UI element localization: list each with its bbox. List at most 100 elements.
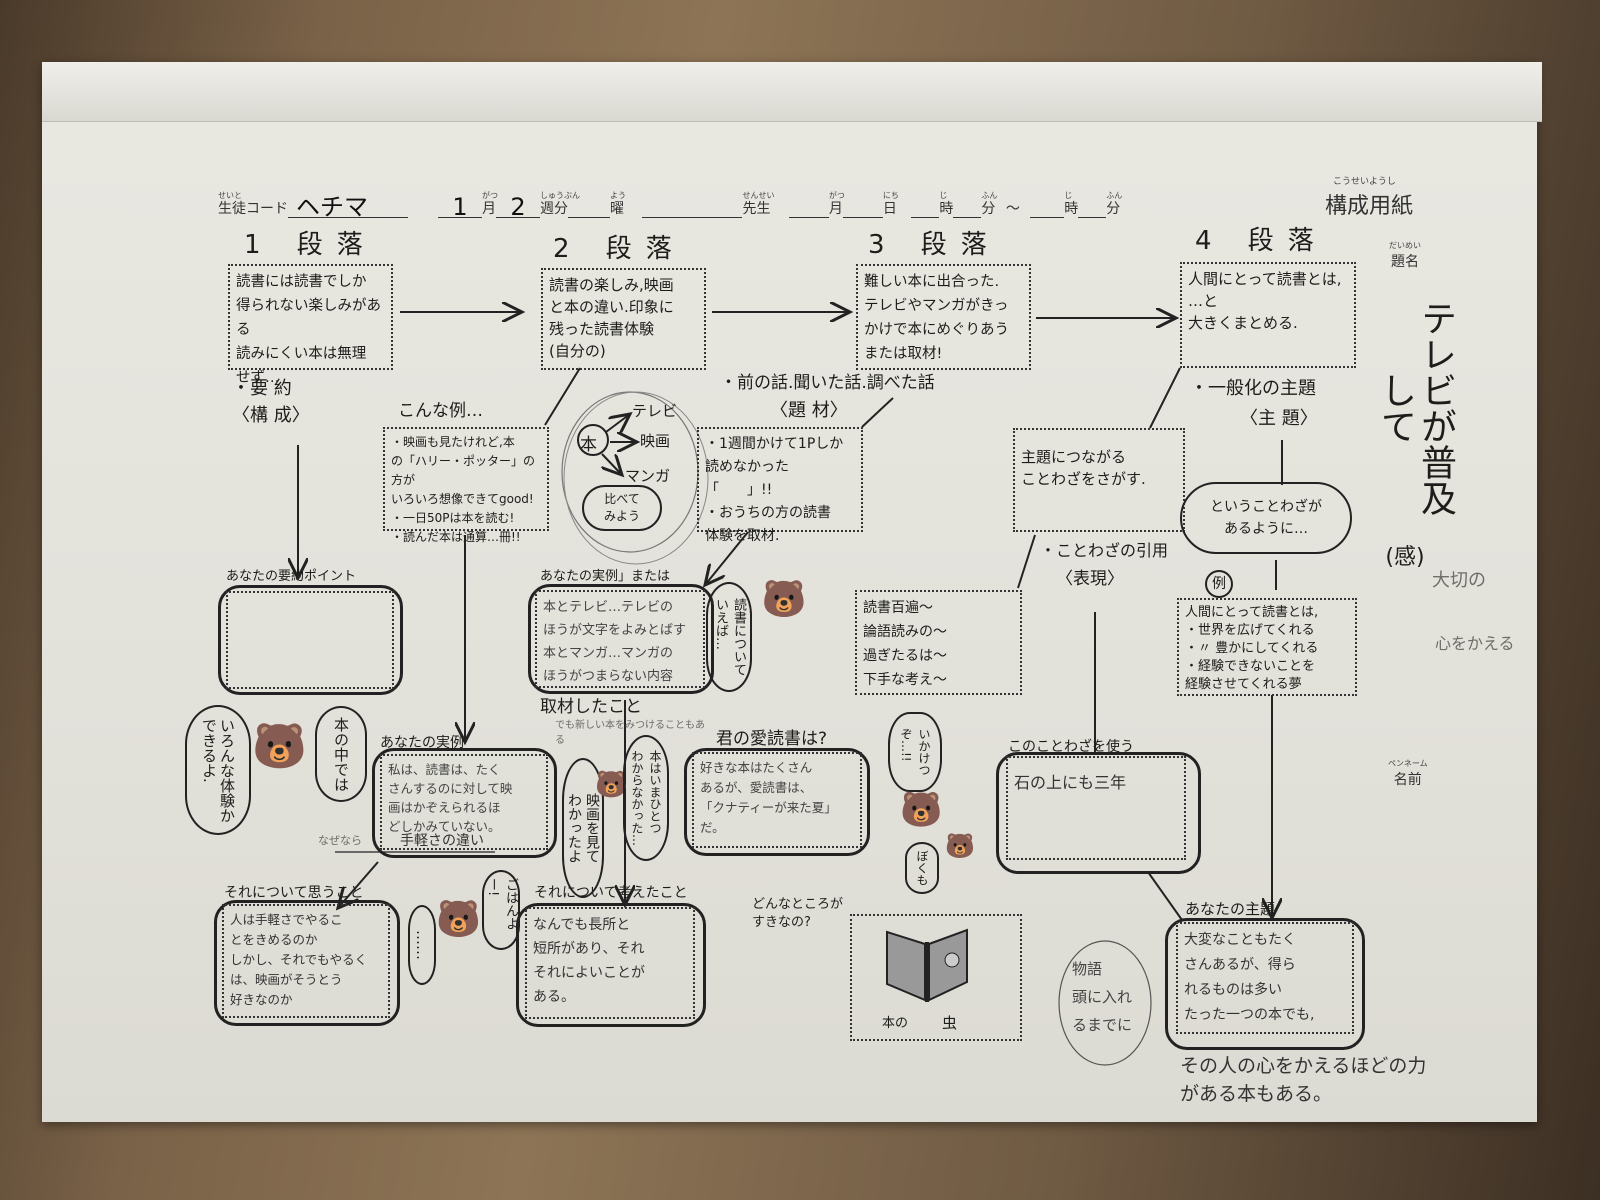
example-box[interactable]: ・映画も見たけれど,本 の「ハリー・ポッター」の方が いろいろ想像できてgood… <box>383 427 549 544</box>
considered-label: それについて考えたこと <box>534 885 688 901</box>
your-theme-cloud <box>1165 918 1365 1050</box>
student-code-field: せいと生徒コードヘチマ <box>218 191 408 219</box>
small-bear-drawing-2: 🐻 <box>945 832 975 860</box>
weekday-input[interactable] <box>568 198 610 218</box>
bottom-note: その人の心をかえるほどの力 がある本もある。 <box>1180 1055 1427 1105</box>
favorite-book-label: 君の愛読書は? <box>716 729 828 749</box>
thoughts-box[interactable]: 人は手軽さでやるこ とをきめるのか しかし、それでもやるく は、映画がそうとう … <box>222 904 390 1018</box>
reason-label: なぜなら <box>318 834 362 847</box>
ruby: しゅうぶん <box>540 191 580 200</box>
reason-value: 手軽さの違い <box>400 833 484 849</box>
experience-speech-bubble: いろんな体験か できるよ. <box>185 705 251 835</box>
minute2-input[interactable] <box>1078 198 1107 218</box>
ruby: せんせい <box>742 191 775 200</box>
ruby: ふん <box>1106 191 1123 200</box>
week-label: 週分 <box>540 201 568 217</box>
your-theme-label: あなたの主題 <box>1185 900 1276 918</box>
title-suffix: (感) <box>1385 545 1425 570</box>
ruby: がつ <box>828 191 845 200</box>
bookworm-caption-2: 虫 <box>942 1014 958 1032</box>
month-label: 月 <box>482 201 496 217</box>
proverb-cloud: ということわざが あるように… <box>1180 482 1352 554</box>
silent-speech-bubble: …… <box>408 905 436 985</box>
section-1-box[interactable]: 読書には読書でしか 得られない楽しみがある 読みにくい本は無理 せず… <box>228 264 393 386</box>
ruby: ペンネーム <box>1388 759 1428 768</box>
dinner-speech-bubble: ごはんよー! <box>482 870 520 950</box>
story-note: 物語 頭に入れ るまでに <box>1072 960 1133 1034</box>
day-input[interactable] <box>842 198 883 218</box>
ruby: にち <box>882 191 899 200</box>
minute2-label: 分 <box>1106 201 1121 217</box>
section-4-box[interactable]: 人間にとって読書とは, …と 大きくまとめる. <box>1180 262 1356 368</box>
considered-cloud <box>516 903 706 1027</box>
me-too-speech-bubble: ぼくも <box>905 842 939 894</box>
date-month-label: 月 <box>828 201 843 217</box>
interview-pencil-note: でも新しい本をみつけることもある <box>555 720 705 746</box>
summary-point-box[interactable] <box>226 591 394 689</box>
date-month-input[interactable] <box>788 198 829 218</box>
considered-box[interactable]: なんでも長所と 短所があり、それ それによいことが ある。 <box>525 907 695 1019</box>
small-bear-drawing: 🐻 <box>595 770 628 800</box>
question-text: どんなところが すきなの? <box>752 897 844 930</box>
name-field[interactable]: ペンネーム 名前 <box>1388 758 1428 789</box>
use-proverb-label: このことわざを使う <box>1008 739 1134 755</box>
bookworm-box: 本の 虫 <box>850 914 1022 1041</box>
use-proverb-box[interactable]: 石の上にも三年 <box>1006 756 1186 860</box>
example-2-box[interactable]: 本とテレビ…テレビの ほうが文字をよみとばす 本とマンガ…マンガの ほうがつまら… <box>535 590 705 688</box>
ruby: よう <box>610 191 626 200</box>
name-label: 名前 <box>1393 772 1422 788</box>
theme-general-caption: ・一般化の主題 <box>1190 378 1316 399</box>
minute-input[interactable] <box>953 198 982 218</box>
proverb-hint-box[interactable]: 主題につながる ことわざをさがす. <box>1013 428 1185 532</box>
example-3-cloud <box>372 748 557 858</box>
example-caption: こんな例… <box>398 401 483 421</box>
ruby: だいめい <box>1389 241 1421 250</box>
section-3-heading: 3 段落 <box>856 230 1031 264</box>
title-field: だいめい 題名 テレビが普及して (感) <box>1375 240 1456 571</box>
quote-box[interactable]: 読書百遍〜 論語読みの〜 過ぎたるは〜 下手な考え〜 <box>855 590 1022 695</box>
ruby: こうせいようし <box>1333 177 1396 187</box>
student-code-value[interactable]: ヘチマ <box>288 195 408 219</box>
ruby: じ <box>939 191 948 200</box>
diagram-center-label: 本 <box>580 435 597 455</box>
bear-drawing: 🐻 <box>252 721 307 772</box>
hour-input[interactable] <box>911 198 940 218</box>
title-value[interactable]: テレビが普及して <box>1375 300 1456 516</box>
topic-box[interactable]: ・1週間かけて1Pしか 読めなかった「 」!! ・おうちの方の読書 体験を取材. <box>697 427 863 544</box>
tilde: 〜 <box>1005 201 1020 217</box>
section-2-box[interactable]: 読書の楽しみ,映画 と本の違い.印象に 残った読書体験 (自分の) <box>541 268 706 370</box>
use-proverb-cloud <box>996 752 1201 874</box>
paper-fold <box>42 62 1542 122</box>
favorite-book-box[interactable]: 好きな本はたくさん あるが、愛読書は、 「クナティーが来た夏」だ。 <box>692 752 862 848</box>
expression-caption: 〈表現〉 <box>1056 569 1124 589</box>
pencil-note-1: 大切の <box>1432 570 1486 591</box>
teacher-label: 先生 <box>742 201 771 217</box>
week-value[interactable]: 2 <box>496 195 540 219</box>
teacher-input[interactable] <box>642 198 743 218</box>
example-theme-box[interactable]: 人間にとって読書とは, ・世界を広げてくれる ・〃 豊かにしてくれる ・経験でき… <box>1177 598 1357 696</box>
example-mark: 例 <box>1205 570 1233 598</box>
your-theme-box[interactable]: 大変なこともたく さんあるが、得ら れるものは多い たった一つの本でも, <box>1176 922 1354 1034</box>
hour2-input[interactable] <box>1030 198 1065 218</box>
section-1-heading: 1 段落 <box>232 230 394 264</box>
student-code-label: 生徒コード <box>218 201 288 217</box>
favorite-book-cloud <box>684 748 870 856</box>
section-4-heading: 4 段落 <box>1183 226 1355 260</box>
pencil-note-2: 心をかえる <box>1435 634 1515 653</box>
in-book-speech-bubble: 本の中では <box>315 706 367 802</box>
hour-label: 時 <box>939 201 954 217</box>
section-2-heading: 2 段落 <box>541 234 705 268</box>
bookworm-caption-1: 本の <box>882 1016 909 1031</box>
month-value[interactable]: 1 <box>438 195 482 219</box>
compare-cloud: 比べて みよう <box>582 485 662 531</box>
example-2-label: あなたの実例」または <box>540 569 671 584</box>
book-speech-bubble: 本はいまひとつ わからなかった… <box>623 735 669 861</box>
sheet-title-text: 構成用紙 <box>1325 194 1414 219</box>
section-3-box[interactable]: 難しい本に出合った. テレビやマンガがきっ かけで本にめぐりあう または取材! <box>856 264 1031 370</box>
ruby: ふん <box>981 191 998 200</box>
example-3-box[interactable]: 私は、読書は、たく さんするのに対して映 画はかぞえられるほ どしかみていない。 <box>380 754 548 850</box>
material-caption: 〈題 材〉 <box>770 400 848 421</box>
reading-speech-bubble: 読書について いえば… <box>706 582 752 692</box>
excited-speech-bubble: いかけつ ぞ…!! <box>888 712 942 792</box>
